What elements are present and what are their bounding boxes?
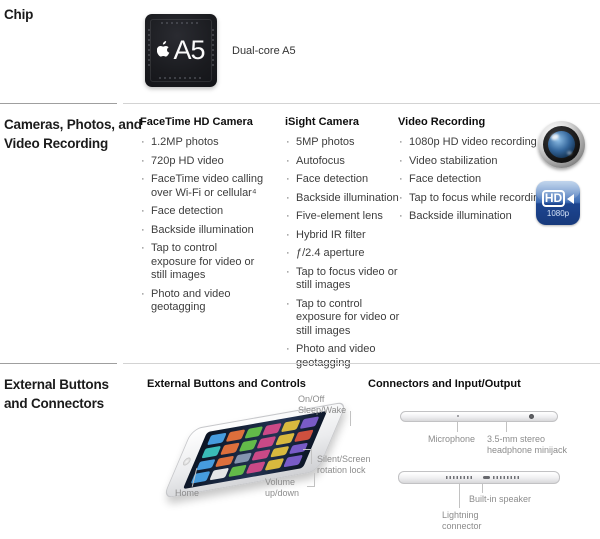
column-heading: iSight Camera <box>285 116 359 128</box>
camera-lens-icon <box>538 121 585 168</box>
spec-item: 1.2MP photos <box>140 136 264 150</box>
leader-line <box>459 484 460 508</box>
home-button-graphic <box>181 457 192 466</box>
speaker-grille <box>446 476 474 479</box>
label-built-in-speaker: Built-in speaker <box>469 494 532 504</box>
separator <box>123 103 600 104</box>
spec-item: 720p HD video <box>140 155 264 169</box>
buttons-heading: External Buttons and Controls <box>147 378 306 390</box>
leader-line <box>457 422 458 432</box>
spec-item: Five-element lens <box>285 210 403 224</box>
camera-lens-glint <box>567 151 572 155</box>
facetime-spec-list: 1.2MP photos 720p HD video FaceTime vide… <box>140 136 264 315</box>
label-microphone: Microphone <box>428 434 476 444</box>
leader-line <box>311 449 312 464</box>
spec-item: Photo and video geotagging <box>140 288 264 315</box>
camcorder-triangle-icon <box>567 193 575 204</box>
separator <box>123 363 600 364</box>
hd-icon-sublabel: 1080p <box>546 209 570 218</box>
speaker-grille <box>493 476 519 479</box>
ipad-top-edge-image <box>400 411 558 422</box>
a5-chip-image: A5 <box>145 14 217 87</box>
separator <box>0 363 117 364</box>
spec-item: FaceTime video calling over Wi-Fi or cel… <box>140 173 264 200</box>
column-facetime-hd-camera: FaceTime HD Camera 1.2MP photos 720p HD … <box>140 116 264 320</box>
section-title-external: External Buttons and Connectors <box>4 377 109 411</box>
ipad-bottom-edge-image <box>398 471 560 484</box>
column-heading: Video Recording <box>398 116 486 128</box>
chip-label: A5 <box>173 35 205 65</box>
label-lightning-connector: Lightning connector <box>442 510 482 531</box>
leader-line <box>482 484 483 493</box>
separator <box>0 103 117 104</box>
section-title-chip: Chip <box>4 7 34 22</box>
chip-markings <box>161 22 201 24</box>
hd-1080p-icon: HD 1080p <box>536 181 580 225</box>
chip-markings <box>159 77 203 79</box>
apple-logo-icon <box>157 41 170 62</box>
leader-line <box>350 411 351 426</box>
chip-caption: Dual-core A5 <box>232 45 296 57</box>
hd-icon-label: HD <box>541 190 566 207</box>
spec-item: Face detection <box>140 205 264 219</box>
spec-item: Hybrid IR filter <box>285 229 403 243</box>
microphone-hole <box>457 415 459 417</box>
ipad-screen <box>182 410 328 490</box>
label-silent-rotation-lock: Silent/Screen rotation lock <box>317 454 371 475</box>
label-volume-up-down: Volume up/down <box>265 477 300 498</box>
spec-item: Backside illumination <box>140 224 264 238</box>
spec-item: Tap to focus while recording <box>398 192 550 206</box>
spec-item: 5MP photos <box>285 136 403 150</box>
spec-item: Video stabilization <box>398 155 550 169</box>
label-home: Home <box>175 488 200 498</box>
spec-item: 1080p HD video recording <box>398 136 550 150</box>
leader-line <box>506 422 507 432</box>
spec-item: Face detection <box>398 173 550 187</box>
video-spec-list: 1080p HD video recording Video stabiliza… <box>398 136 550 224</box>
column-isight-camera: iSight Camera 5MP photos Autofocus Face … <box>285 116 403 375</box>
spec-item: ƒ/2.4 aperture <box>285 247 403 261</box>
chip-inner-border <box>150 19 212 82</box>
leader-line <box>314 473 315 486</box>
lightning-port <box>483 476 490 479</box>
spec-item: Photo and video geotagging <box>285 343 403 370</box>
spec-item: Tap to control exposure for video or sti… <box>140 242 264 283</box>
label-headphone-minijack: 3.5-mm stereo headphone minijack <box>487 434 568 455</box>
label-on-off-sleep-wake: On/Off Sleep/Wake <box>298 394 347 415</box>
spec-item: Backside illumination <box>398 210 550 224</box>
column-heading: FaceTime HD Camera <box>140 116 253 128</box>
headphone-jack <box>529 414 534 419</box>
hd-icon-row: HD <box>536 190 580 207</box>
spec-item: Face detection <box>285 173 403 187</box>
leader-line <box>307 486 315 487</box>
spec-item: Autofocus <box>285 155 403 169</box>
leader-line <box>303 449 312 450</box>
spec-item: Tap to control exposure for video or sti… <box>285 298 403 339</box>
column-video-recording: Video Recording 1080p HD video recording… <box>398 116 550 229</box>
spec-item: Backside illumination <box>285 192 403 206</box>
connectors-heading: Connectors and Input/Output <box>368 378 521 390</box>
isight-spec-list: 5MP photos Autofocus Face detection Back… <box>285 136 403 370</box>
spec-item: Tap to focus video or still images <box>285 266 403 293</box>
section-title-cameras: Cameras, Photos, and Video Recording <box>4 117 142 151</box>
chip-face: A5 <box>145 14 217 87</box>
